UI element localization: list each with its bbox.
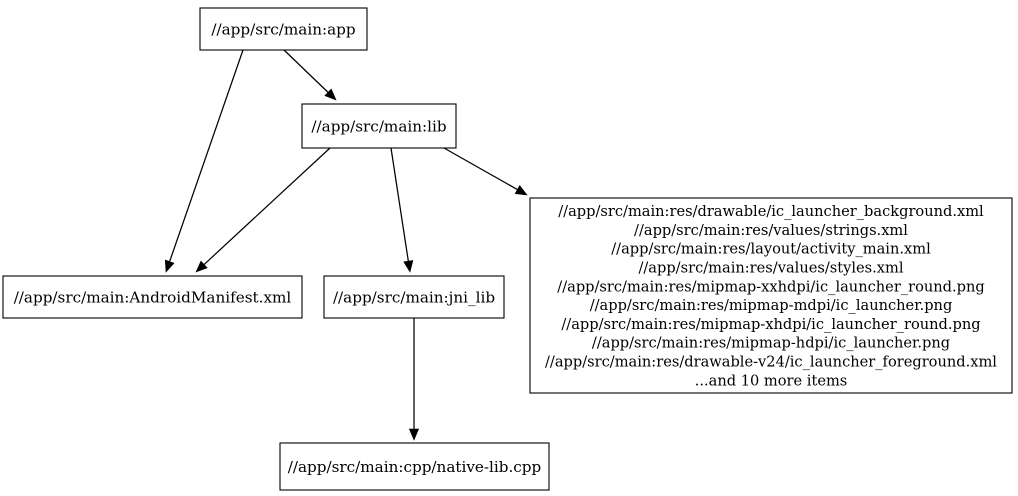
node-resources[interactable]: //app/src/main:res/drawable/ic_launcher_… (529, 197, 1013, 394)
edge-app-to-lib (283, 49, 337, 101)
arrowhead-icon (403, 260, 414, 273)
node-app[interactable]: //app/src/main:app (199, 7, 368, 51)
arrowhead-icon (324, 88, 337, 101)
edge-app-to-manifest (164, 49, 244, 273)
node-native_lib[interactable]: //app/src/main:cpp/native-lib.cpp (279, 442, 550, 491)
arrowhead-icon (195, 260, 208, 273)
resource-line-4: //app/src/main:res/mipmap-xxhdpi/ic_laun… (557, 278, 984, 295)
edge-shaft (390, 147, 409, 262)
resource-line-8: //app/src/main:res/drawable-v24/ic_launc… (545, 354, 997, 371)
node-label-lib: //app/src/main:lib (311, 117, 446, 135)
node-box-app[interactable] (199, 7, 368, 51)
arrowhead-icon (514, 185, 528, 196)
edge-shaft (283, 49, 329, 93)
node-box-jni_lib[interactable] (323, 275, 505, 319)
node-box-lib[interactable] (301, 103, 457, 149)
node-manifest[interactable]: //app/src/main:AndroidManifest.xml (2, 275, 303, 319)
resource-line-1: //app/src/main:res/values/strings.xml (634, 222, 908, 239)
edge-shaft (203, 147, 331, 265)
resource-line-5: //app/src/main:res/mipmap-mdpi/ic_launch… (590, 297, 953, 314)
edge-lib-to-manifest (195, 147, 331, 273)
node-box-resources[interactable] (529, 197, 1013, 394)
arrowhead-icon (164, 259, 175, 273)
node-box-native_lib[interactable] (279, 442, 550, 491)
resource-line-6: //app/src/main:res/mipmap-xhdpi/ic_launc… (561, 316, 980, 333)
edge-shaft (443, 147, 518, 191)
resource-line-2: //app/src/main:res/layout/activity_main.… (611, 241, 931, 258)
nodes-layer: //app/src/main:app //app/src/main:lib //ap… (2, 7, 1013, 491)
resource-line-3: //app/src/main:res/values/styles.xml (638, 260, 903, 277)
edge-shaft (169, 49, 244, 262)
edge-lib-to-resources (443, 147, 528, 196)
resource-line-0: //app/src/main:res/drawable/ic_launcher_… (558, 203, 984, 220)
resource-line-9: ...and 10 more items (695, 372, 848, 389)
node-label-manifest: //app/src/main:AndroidManifest.xml (14, 288, 292, 306)
node-jni_lib[interactable]: //app/src/main:jni_lib (323, 275, 505, 319)
node-label-app: //app/src/main:app (211, 20, 355, 38)
edge-jni_lib-to-native (408, 318, 420, 441)
arrowhead-icon (408, 428, 420, 441)
edges-layer (164, 49, 528, 441)
edge-lib-to-jni_lib (390, 147, 414, 273)
node-box-manifest[interactable] (2, 275, 303, 319)
resource-line-7: //app/src/main:res/mipmap-hdpi/ic_launch… (592, 335, 950, 352)
node-lib[interactable]: //app/src/main:lib (301, 103, 457, 149)
node-label-jni_lib: //app/src/main:jni_lib (333, 288, 495, 306)
node-label-native_lib: //app/src/main:cpp/native-lib.cpp (288, 458, 542, 476)
